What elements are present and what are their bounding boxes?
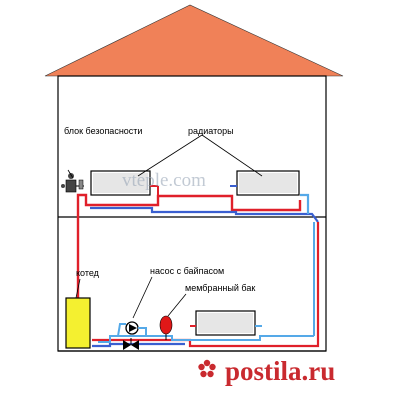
- label-boiler: котед: [76, 268, 100, 278]
- expansion-tank: [159, 315, 173, 335]
- callout-tank: [167, 293, 187, 317]
- label-pump: насос с байпасом: [150, 266, 224, 276]
- label-expansion-tank: мембранный бак: [185, 283, 255, 293]
- watermark-postila: postila.ru: [198, 356, 335, 386]
- lower-return: [92, 342, 185, 348]
- callout-boiler: [75, 278, 81, 299]
- callout-pump: [132, 276, 153, 319]
- circulation-pump: [117, 321, 147, 337]
- lower-cold: [98, 335, 314, 343]
- roof: [44, 4, 344, 77]
- label-safety-block: блок безопасности: [64, 126, 142, 136]
- watermark-site: vteple.com: [122, 170, 206, 191]
- boiler: [65, 297, 91, 349]
- callout-safety: [67, 169, 74, 179]
- callout-radiator-right: [201, 134, 263, 177]
- callout-radiator-left: [137, 134, 203, 177]
- return-right-up: [300, 193, 310, 214]
- return-line-top: [90, 206, 319, 223]
- bypass-valve: [123, 338, 139, 350]
- label-radiators: радиаторы: [188, 126, 234, 136]
- safety-block: [61, 173, 84, 193]
- watermark-postila-text: postila.ru: [225, 356, 335, 386]
- lower-supply: [92, 338, 320, 348]
